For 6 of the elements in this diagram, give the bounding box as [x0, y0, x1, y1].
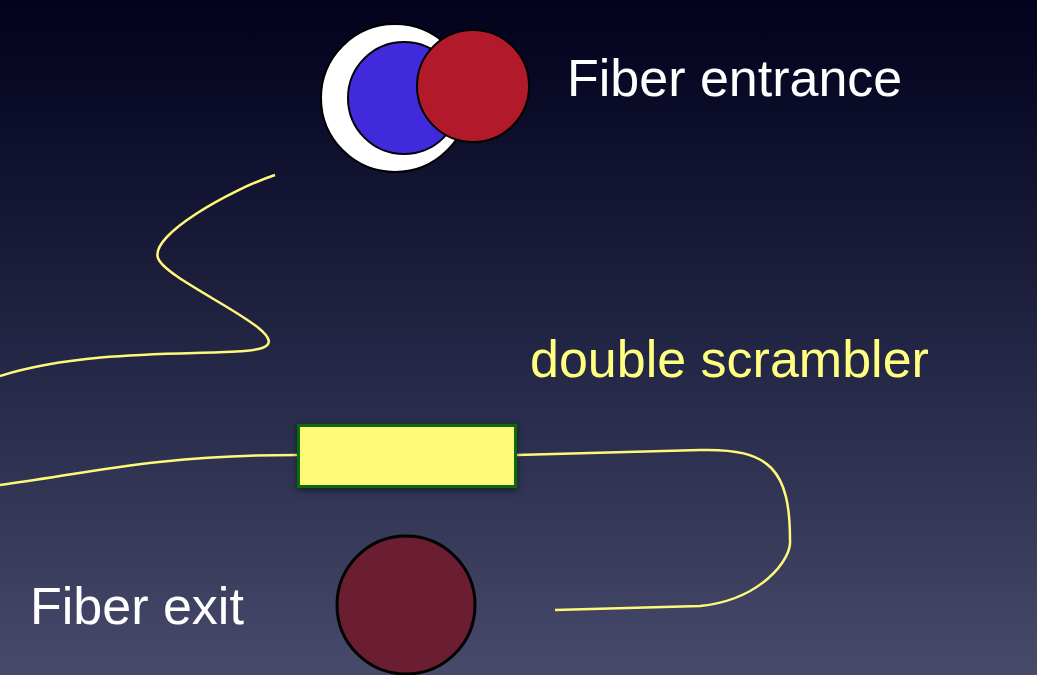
scrambler-box	[297, 424, 517, 488]
node-caption: Fiber entrance	[567, 52, 903, 104]
node-caption: double scrambler	[530, 333, 929, 385]
fiber-line	[516, 448, 792, 612]
fiber-line	[0, 173, 299, 487]
node-caption: Fiber exit	[30, 580, 244, 632]
